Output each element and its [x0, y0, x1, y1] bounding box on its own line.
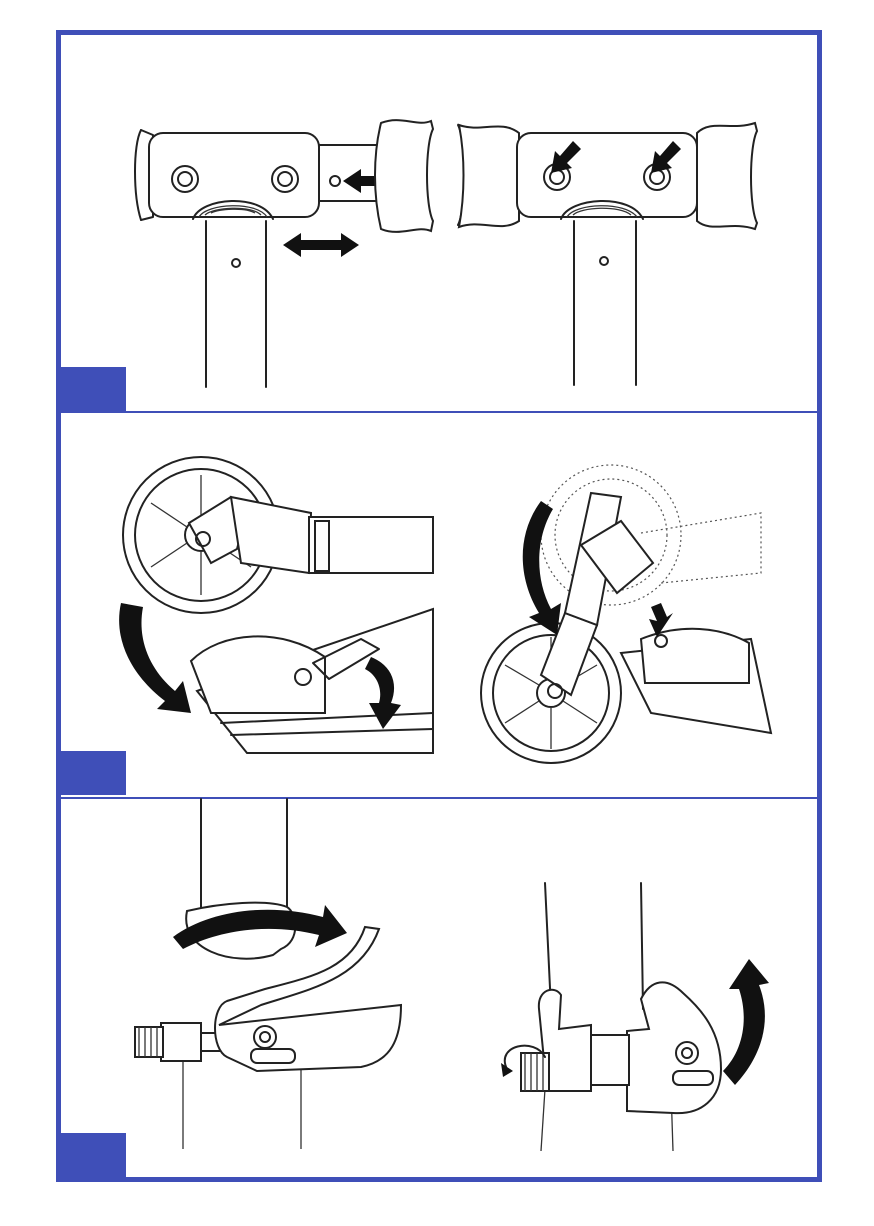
close-lever-arrow-icon [723, 959, 769, 1085]
fold-plate [191, 636, 325, 713]
grip-right-assembled [697, 123, 757, 229]
tube-collar [315, 521, 329, 571]
clamp-bolt-block [591, 1035, 629, 1085]
step-2-badge [61, 751, 126, 795]
step-1-panel [61, 35, 817, 411]
step-3-illustration [61, 799, 817, 1177]
instruction-frame [56, 30, 822, 1182]
left-handlebar-figure [135, 120, 433, 387]
right-handlebar-figure [458, 123, 757, 385]
step-2-panel [61, 413, 817, 797]
step-3-badge [61, 1133, 126, 1177]
left-clamp-figure [135, 799, 401, 1149]
down-tube [231, 497, 311, 573]
right-fold-figure [481, 465, 771, 763]
slide-double-arrow-icon [283, 233, 359, 257]
step-1-illustration [61, 35, 817, 411]
step-1-badge [61, 367, 126, 411]
sliding-tube [319, 145, 381, 201]
left-fold-figure [119, 457, 433, 753]
fold-down-arrow-icon [523, 501, 561, 635]
grip-end-left [135, 130, 141, 220]
step-2-illustration [61, 413, 817, 797]
clamp-block [149, 133, 319, 217]
grip-left-assembled [459, 125, 519, 227]
clamp-nut [161, 1023, 201, 1061]
grip-right [375, 120, 433, 232]
step-3-panel [61, 799, 817, 1177]
fold-arrow-icon [119, 603, 191, 713]
right-clamp-figure [501, 883, 769, 1151]
clamp-lever-closed [627, 982, 721, 1113]
